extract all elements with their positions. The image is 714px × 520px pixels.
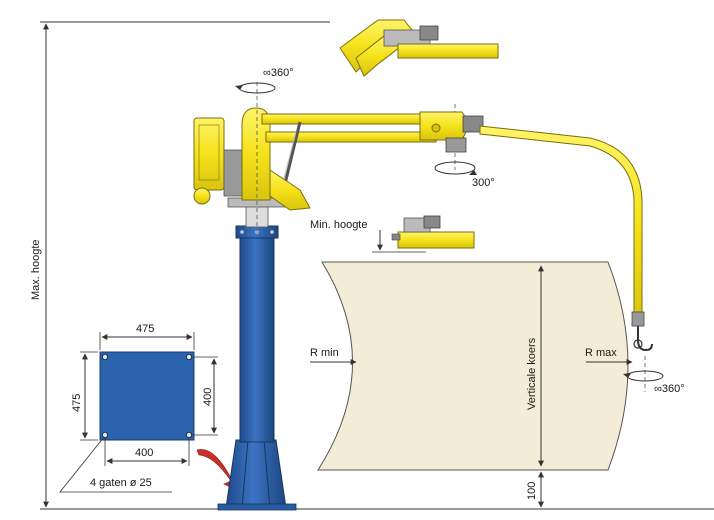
hook <box>637 326 653 352</box>
base-plate <box>99 351 195 441</box>
column-rotation-label: ∞360° <box>263 67 294 79</box>
min-height-arm <box>397 231 475 249</box>
control-cabinet <box>193 117 225 191</box>
hole-spacing-y-label: 400 <box>202 388 214 406</box>
folded-arm-lower <box>397 43 499 59</box>
bolt-hole <box>102 353 109 360</box>
lower-arm-link <box>265 131 437 143</box>
elbow-joint <box>419 111 471 141</box>
bolt-hole <box>185 353 192 360</box>
hook-rotation-label: ∞360° <box>654 383 685 395</box>
min-height-label: Min. hoogte <box>310 219 367 231</box>
column-foot <box>225 439 287 509</box>
base-plate-detail: 475 475 400 400 4 gaten ø 25 <box>59 323 218 493</box>
elbow-brake <box>462 115 484 133</box>
cylinder <box>282 121 302 189</box>
column-foot-plate <box>217 503 297 511</box>
column <box>239 235 275 443</box>
vertical-stroke-label: Verticale koers <box>526 337 538 410</box>
base-width-label: 475 <box>136 323 154 335</box>
work-area <box>317 261 629 471</box>
r-max-label: R max <box>585 347 617 359</box>
floor-clearance-label: 100 <box>526 482 538 500</box>
hole-spacing-x-label: 400 <box>135 447 153 459</box>
bolt-hole <box>185 431 192 438</box>
min-height-view: Min. hoogte <box>310 215 475 253</box>
folded-arm-view <box>339 19 499 77</box>
arm-rotation-label: 300° <box>472 177 495 189</box>
base-height-label: 475 <box>71 394 83 412</box>
holes-note-leader <box>59 436 172 493</box>
r-min-label: R min <box>310 347 339 359</box>
arm-rotation-indicator <box>434 161 476 175</box>
upper-arm-link <box>261 113 441 125</box>
bolt-hole <box>102 431 109 438</box>
holes-note-label: 4 gaten ø 25 <box>90 477 152 489</box>
lift-link <box>269 169 311 211</box>
max-height-label: Max. hoogte <box>30 239 42 300</box>
counterweight <box>193 187 211 205</box>
